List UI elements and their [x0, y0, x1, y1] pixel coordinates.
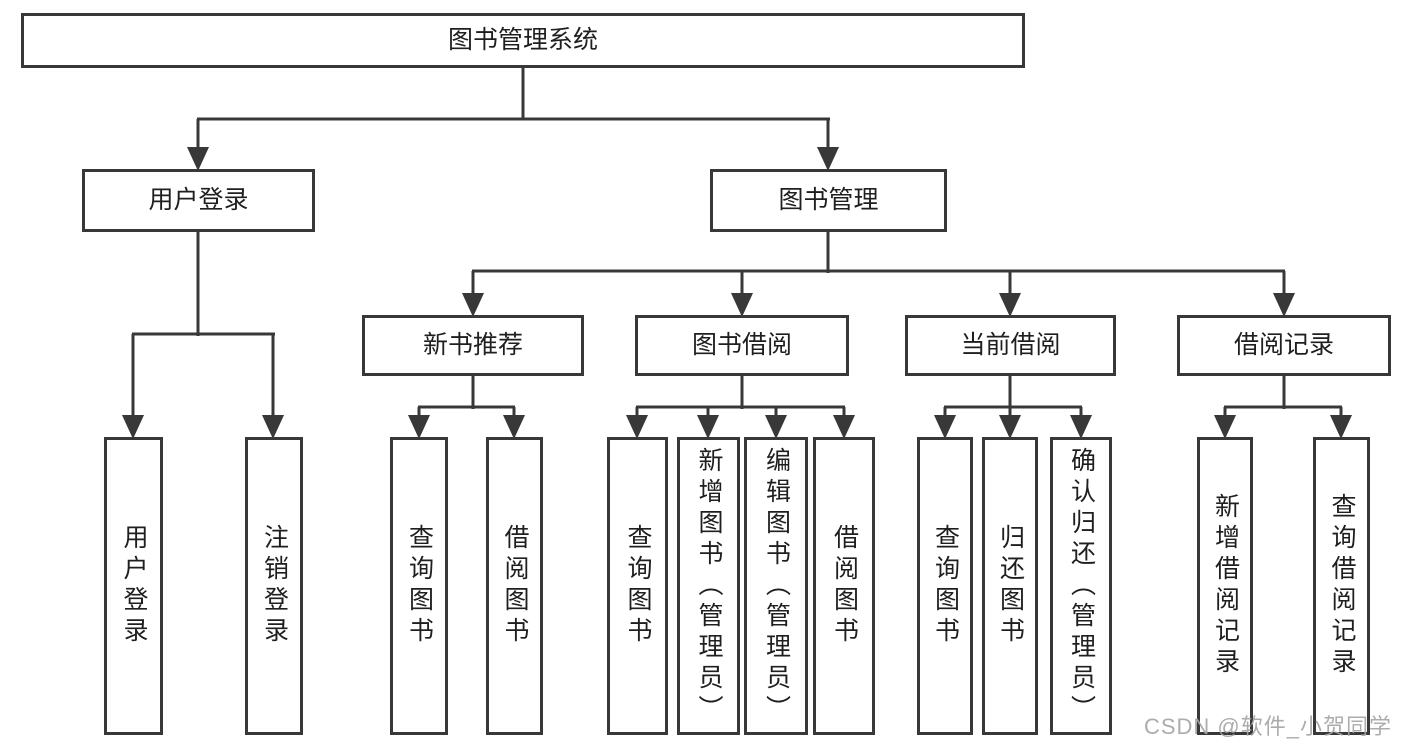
node-borrow-records: 借阅记录	[1177, 315, 1391, 376]
leaf-current-confirm-return: 确认归还（管理员）	[1050, 437, 1112, 735]
leaf-records-query-record: 查询借阅记录	[1313, 437, 1370, 735]
arrowheads	[122, 147, 1352, 439]
watermark: CSDN @软件_小贺同学	[1143, 714, 1392, 739]
leaf-borrow-borrow-book: 借阅图书	[813, 437, 875, 735]
leaf-user-login: 用户登录	[104, 437, 163, 735]
node-system-root: 图书管理系统	[21, 13, 1025, 68]
node-current-borrow: 当前借阅	[905, 315, 1116, 376]
node-new-book-recommend: 新书推荐	[362, 315, 584, 376]
leaf-records-add-record: 新增借阅记录	[1197, 437, 1253, 735]
leaf-logout: 注销登录	[245, 437, 303, 735]
leaf-current-return-book: 归还图书	[982, 437, 1038, 735]
node-book-management: 图书管理	[710, 169, 947, 232]
node-book-borrow: 图书借阅	[635, 315, 849, 376]
leaf-current-query-book: 查询图书	[917, 437, 973, 735]
leaf-recommend-query-book: 查询图书	[390, 437, 448, 735]
leaf-recommend-borrow-book: 借阅图书	[486, 437, 543, 735]
leaf-borrow-edit-book: 编辑图书（管理员）	[744, 437, 808, 735]
leaf-borrow-add-book: 新增图书（管理员）	[677, 437, 740, 735]
node-user-login: 用户登录	[82, 169, 315, 232]
leaf-borrow-query-book: 查询图书	[607, 437, 668, 735]
